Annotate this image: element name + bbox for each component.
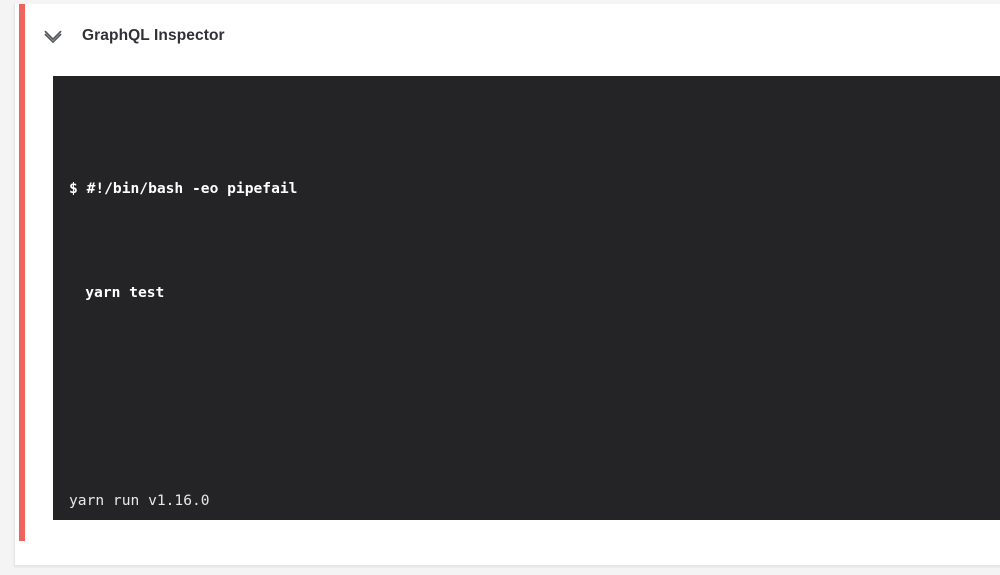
log-line-command-yarn-test: yarn test — [85, 284, 165, 301]
log-spacer-1 — [69, 384, 1000, 410]
job-status-accent-bar — [19, 4, 25, 541]
job-title: GraphQL Inspector — [82, 27, 225, 44]
terminal-output-panel[interactable]: $ #!/bin/bash -eo pipefail yarn test yar… — [53, 76, 1000, 520]
log-line-command-shebang: $ #!/bin/bash -eo pipefail — [69, 180, 298, 197]
log-line-yarn-version: yarn run v1.16.0 — [69, 492, 210, 509]
job-header[interactable]: GraphQL Inspector — [40, 14, 225, 58]
chevron-down-icon[interactable] — [40, 23, 66, 49]
terminal-log: $ #!/bin/bash -eo pipefail yarn test yar… — [69, 98, 1000, 520]
